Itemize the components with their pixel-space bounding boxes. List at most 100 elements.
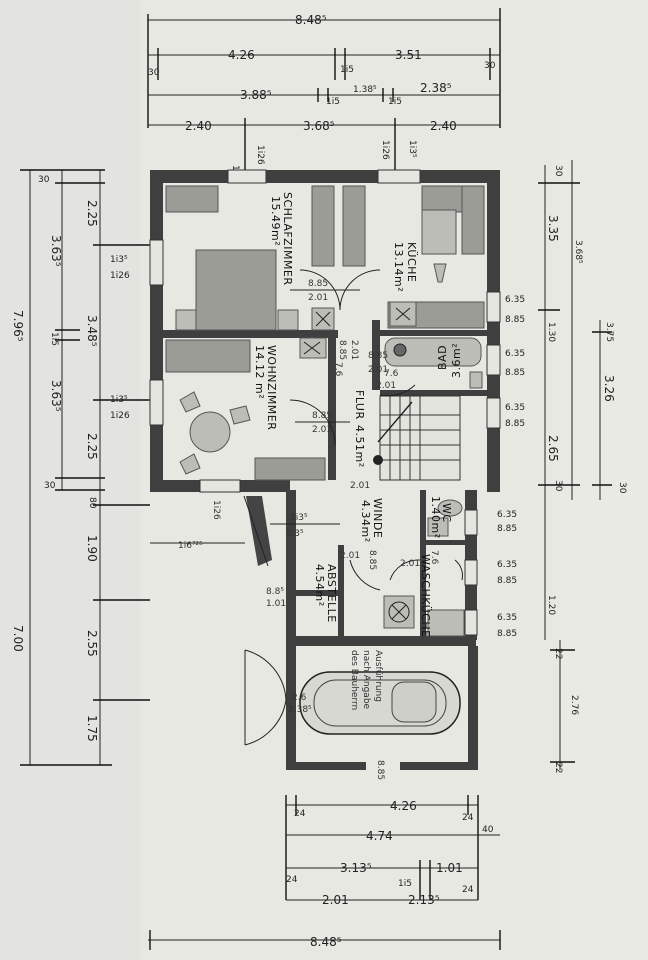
r-885-e: 8.85	[497, 576, 517, 586]
r-635-b: 6.35	[505, 349, 525, 359]
door2-w: 8.85	[337, 340, 347, 360]
r-276: 2.76	[569, 695, 579, 715]
b-24-d: 24	[462, 885, 474, 895]
room-winde-name: WINDE	[371, 498, 384, 538]
dim-7965: 7.96⁵	[11, 310, 25, 342]
door1-w: 8.85	[308, 279, 328, 289]
door4-h: 2.01	[376, 381, 396, 391]
win-top-4: 1i3⁵	[407, 140, 417, 158]
room-abstelle-area: 4.54m²	[313, 564, 326, 607]
dim-335: 3.35	[546, 215, 560, 242]
dim-3485: 3.48⁵	[85, 315, 99, 347]
dim-30a: 30	[148, 68, 160, 78]
r-120: 1.20	[546, 595, 556, 615]
dim-351: 3.51	[395, 48, 422, 62]
b-24-c: 24	[286, 875, 298, 885]
r-635-d: 6.35	[497, 510, 517, 520]
win-left-1: 1i3⁵	[110, 255, 128, 265]
right-dimensions: 30 3.35 3.68⁵ 6.35 8.85 6.35 8.85 1.30 6…	[497, 160, 627, 773]
dim-3635-a: 3.63⁵	[49, 235, 63, 267]
b-474: 4.74	[366, 829, 393, 843]
door6-w: 8.85	[312, 411, 332, 421]
room-flur-area: 4.51m²	[353, 425, 366, 468]
dim-30-left-b: 30	[44, 481, 56, 491]
door8-w: 8.85	[367, 550, 377, 570]
inner-dimensions: 8.85 2.01 8.85 2.01 8.85 2.01 7.6 2.01 7…	[150, 279, 439, 780]
door3-w: 8.85	[368, 351, 388, 361]
room-bad-area: 3.6m²	[450, 343, 463, 378]
room-labels: SCHLAFZIMMER 15.49m² KÜCHE 13.14m² WOHNZ…	[253, 192, 463, 638]
door3-h: 2.01	[368, 365, 388, 375]
abstelle-d2: 1.01	[266, 599, 286, 609]
room-waschkueche-name: WASCHKÜCHE	[419, 554, 432, 638]
door7-w: 7.6	[429, 550, 439, 565]
dim-1385: 1.38⁵	[353, 85, 377, 95]
left-small-1: 1i6⁷²⁵	[178, 541, 203, 551]
door1-h: 2.01	[308, 293, 328, 303]
r-635-a: 6.35	[505, 295, 525, 305]
dim-426: 4.26	[228, 48, 255, 62]
r-885-c: 8.85	[505, 419, 525, 429]
win-top-3: 1i26	[380, 140, 390, 160]
dim-2385: 2.38⁵	[420, 81, 452, 95]
b-201: 2.01	[322, 893, 349, 907]
room-bad-name: BAD	[436, 345, 449, 370]
room-schlafzimmer-area: 15.49m²	[269, 196, 282, 246]
win-left-3: 1i3⁵	[110, 395, 128, 405]
win-left-2: 1i26	[110, 271, 130, 281]
dim-225-a: 2.25	[85, 200, 99, 227]
r-30: 30	[553, 480, 563, 492]
b-40: 40	[482, 825, 494, 835]
dim-700: 7.00	[11, 625, 25, 652]
car-note-3: des Bauherrn	[349, 650, 359, 710]
furniture	[165, 185, 485, 735]
winde-win-1: 1i3⁵	[290, 513, 308, 523]
b-426: 4.26	[390, 799, 417, 813]
r-326: 3.26	[602, 375, 616, 402]
dim-190: 1.90	[85, 535, 99, 562]
b-2135: 2.13⁵	[408, 893, 440, 907]
car-d1: 2.6	[292, 693, 307, 703]
left-small-2: 1i26	[211, 500, 221, 520]
dim-3685-right: 3.68⁵	[573, 240, 583, 264]
b-24-b: 24	[462, 813, 474, 823]
door5-w: 7.6	[333, 362, 343, 377]
b-8485: 8.48⁵	[310, 935, 342, 949]
dim-240b: 2.40	[430, 119, 457, 133]
dim-30-left-a: 30	[38, 175, 50, 185]
dim-240a: 2.40	[185, 119, 212, 133]
r-375: 3.75	[604, 322, 614, 342]
bottom-dimensions: 24 4.26 24 4.74 40 3.13⁵ 1.01 24 1i5 24 …	[148, 795, 501, 950]
staircase	[373, 395, 461, 481]
room-flur-name: FLUR	[353, 390, 366, 420]
r-885-d: 8.85	[497, 524, 517, 534]
dim-80: 80	[87, 497, 97, 509]
room-wc-area: 1.40m²	[429, 496, 442, 539]
r-635-e: 6.35	[497, 560, 517, 570]
dim-115a: 1i5	[340, 65, 354, 75]
door8-h: 2.01	[340, 551, 360, 561]
dim-115-left: 1i5	[49, 332, 59, 346]
room-wohnzimmer-name: WOHNZIMMER	[265, 345, 278, 430]
walls	[149, 169, 501, 770]
dim-175: 1.75	[85, 715, 99, 742]
door6b: 2.01	[350, 481, 370, 491]
r-635-c: 6.35	[505, 403, 525, 413]
dim-30b: 30	[484, 61, 496, 71]
door9-w: 8.85	[375, 760, 385, 780]
r-22-b: 22	[553, 762, 563, 773]
dim-30-right: 30	[553, 165, 563, 177]
dim-255: 2.55	[85, 630, 99, 657]
left-dimensions: 7.96⁵ 30 3.63⁵ 1i5 3.63⁵ 30 2.25 3.48⁵ 2…	[11, 169, 150, 766]
car-d2: 2.38⁵	[288, 705, 312, 715]
door-swings	[244, 269, 463, 746]
room-abstelle-name: ABSTELLE	[325, 564, 338, 623]
room-schlafzimmer-name: SCHLAFZIMMER	[281, 192, 294, 286]
win-left-4: 1i26	[110, 411, 130, 421]
dim-3885: 3.88⁵	[240, 88, 272, 102]
door4-w: 7.6	[384, 369, 399, 379]
b-3135: 3.13⁵	[340, 861, 372, 875]
r-885-b: 8.85	[505, 368, 525, 378]
r-635-f: 6.35	[497, 613, 517, 623]
b-24-a: 24	[294, 809, 306, 819]
